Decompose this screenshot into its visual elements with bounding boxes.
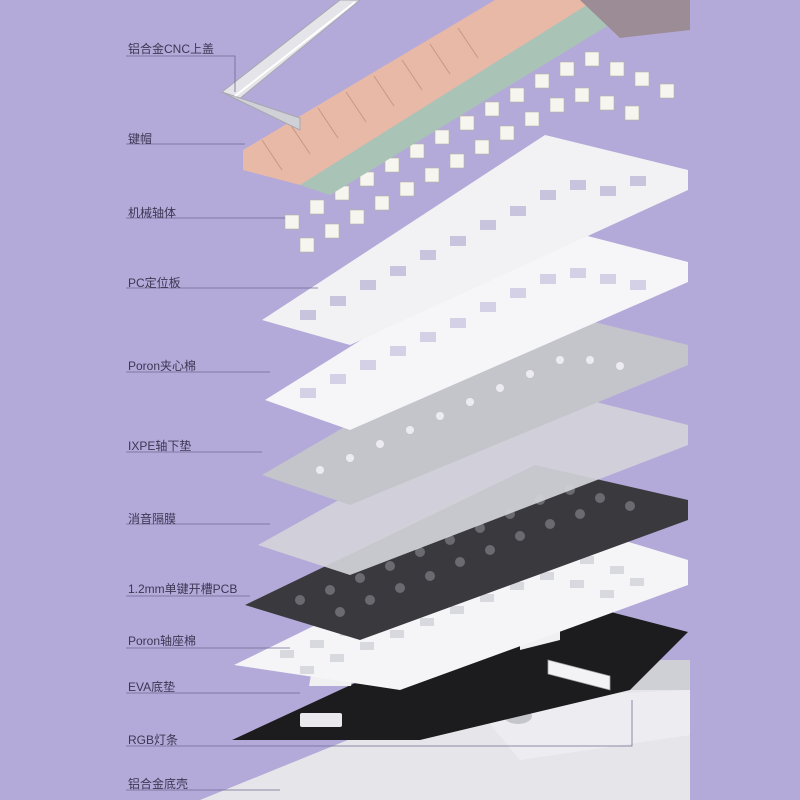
leader-lines xyxy=(126,55,633,791)
label-eva-pad: EVA底垫 xyxy=(128,680,176,694)
label-bottom-case: 铝合金底壳 xyxy=(128,777,189,791)
keycaps-shape xyxy=(243,0,690,195)
ixpe-pad-shape xyxy=(262,310,688,505)
label-plate: PC定位板 xyxy=(128,276,181,290)
label-ixpe-pad: IXPE轴下垫 xyxy=(128,439,192,453)
label-keycaps: 键帽 xyxy=(128,132,153,146)
label-pcb: 1.2mm单键开槽PCB xyxy=(128,582,238,596)
label-sound-film: 消音隔膜 xyxy=(128,512,177,526)
label-poron-switch-pad: Poron轴座棉 xyxy=(128,634,197,648)
label-poron-foam: Poron夹心棉 xyxy=(128,359,197,373)
top-case-shape xyxy=(221,0,361,131)
label-top-case: 铝合金CNC上盖 xyxy=(128,42,214,56)
label-switches: 机械轴体 xyxy=(128,206,177,220)
sound-film-shape xyxy=(258,388,688,575)
label-rgb-strip: RGB灯条 xyxy=(128,733,179,747)
poron-foam-shape xyxy=(265,225,688,430)
plate-shape xyxy=(262,135,688,345)
